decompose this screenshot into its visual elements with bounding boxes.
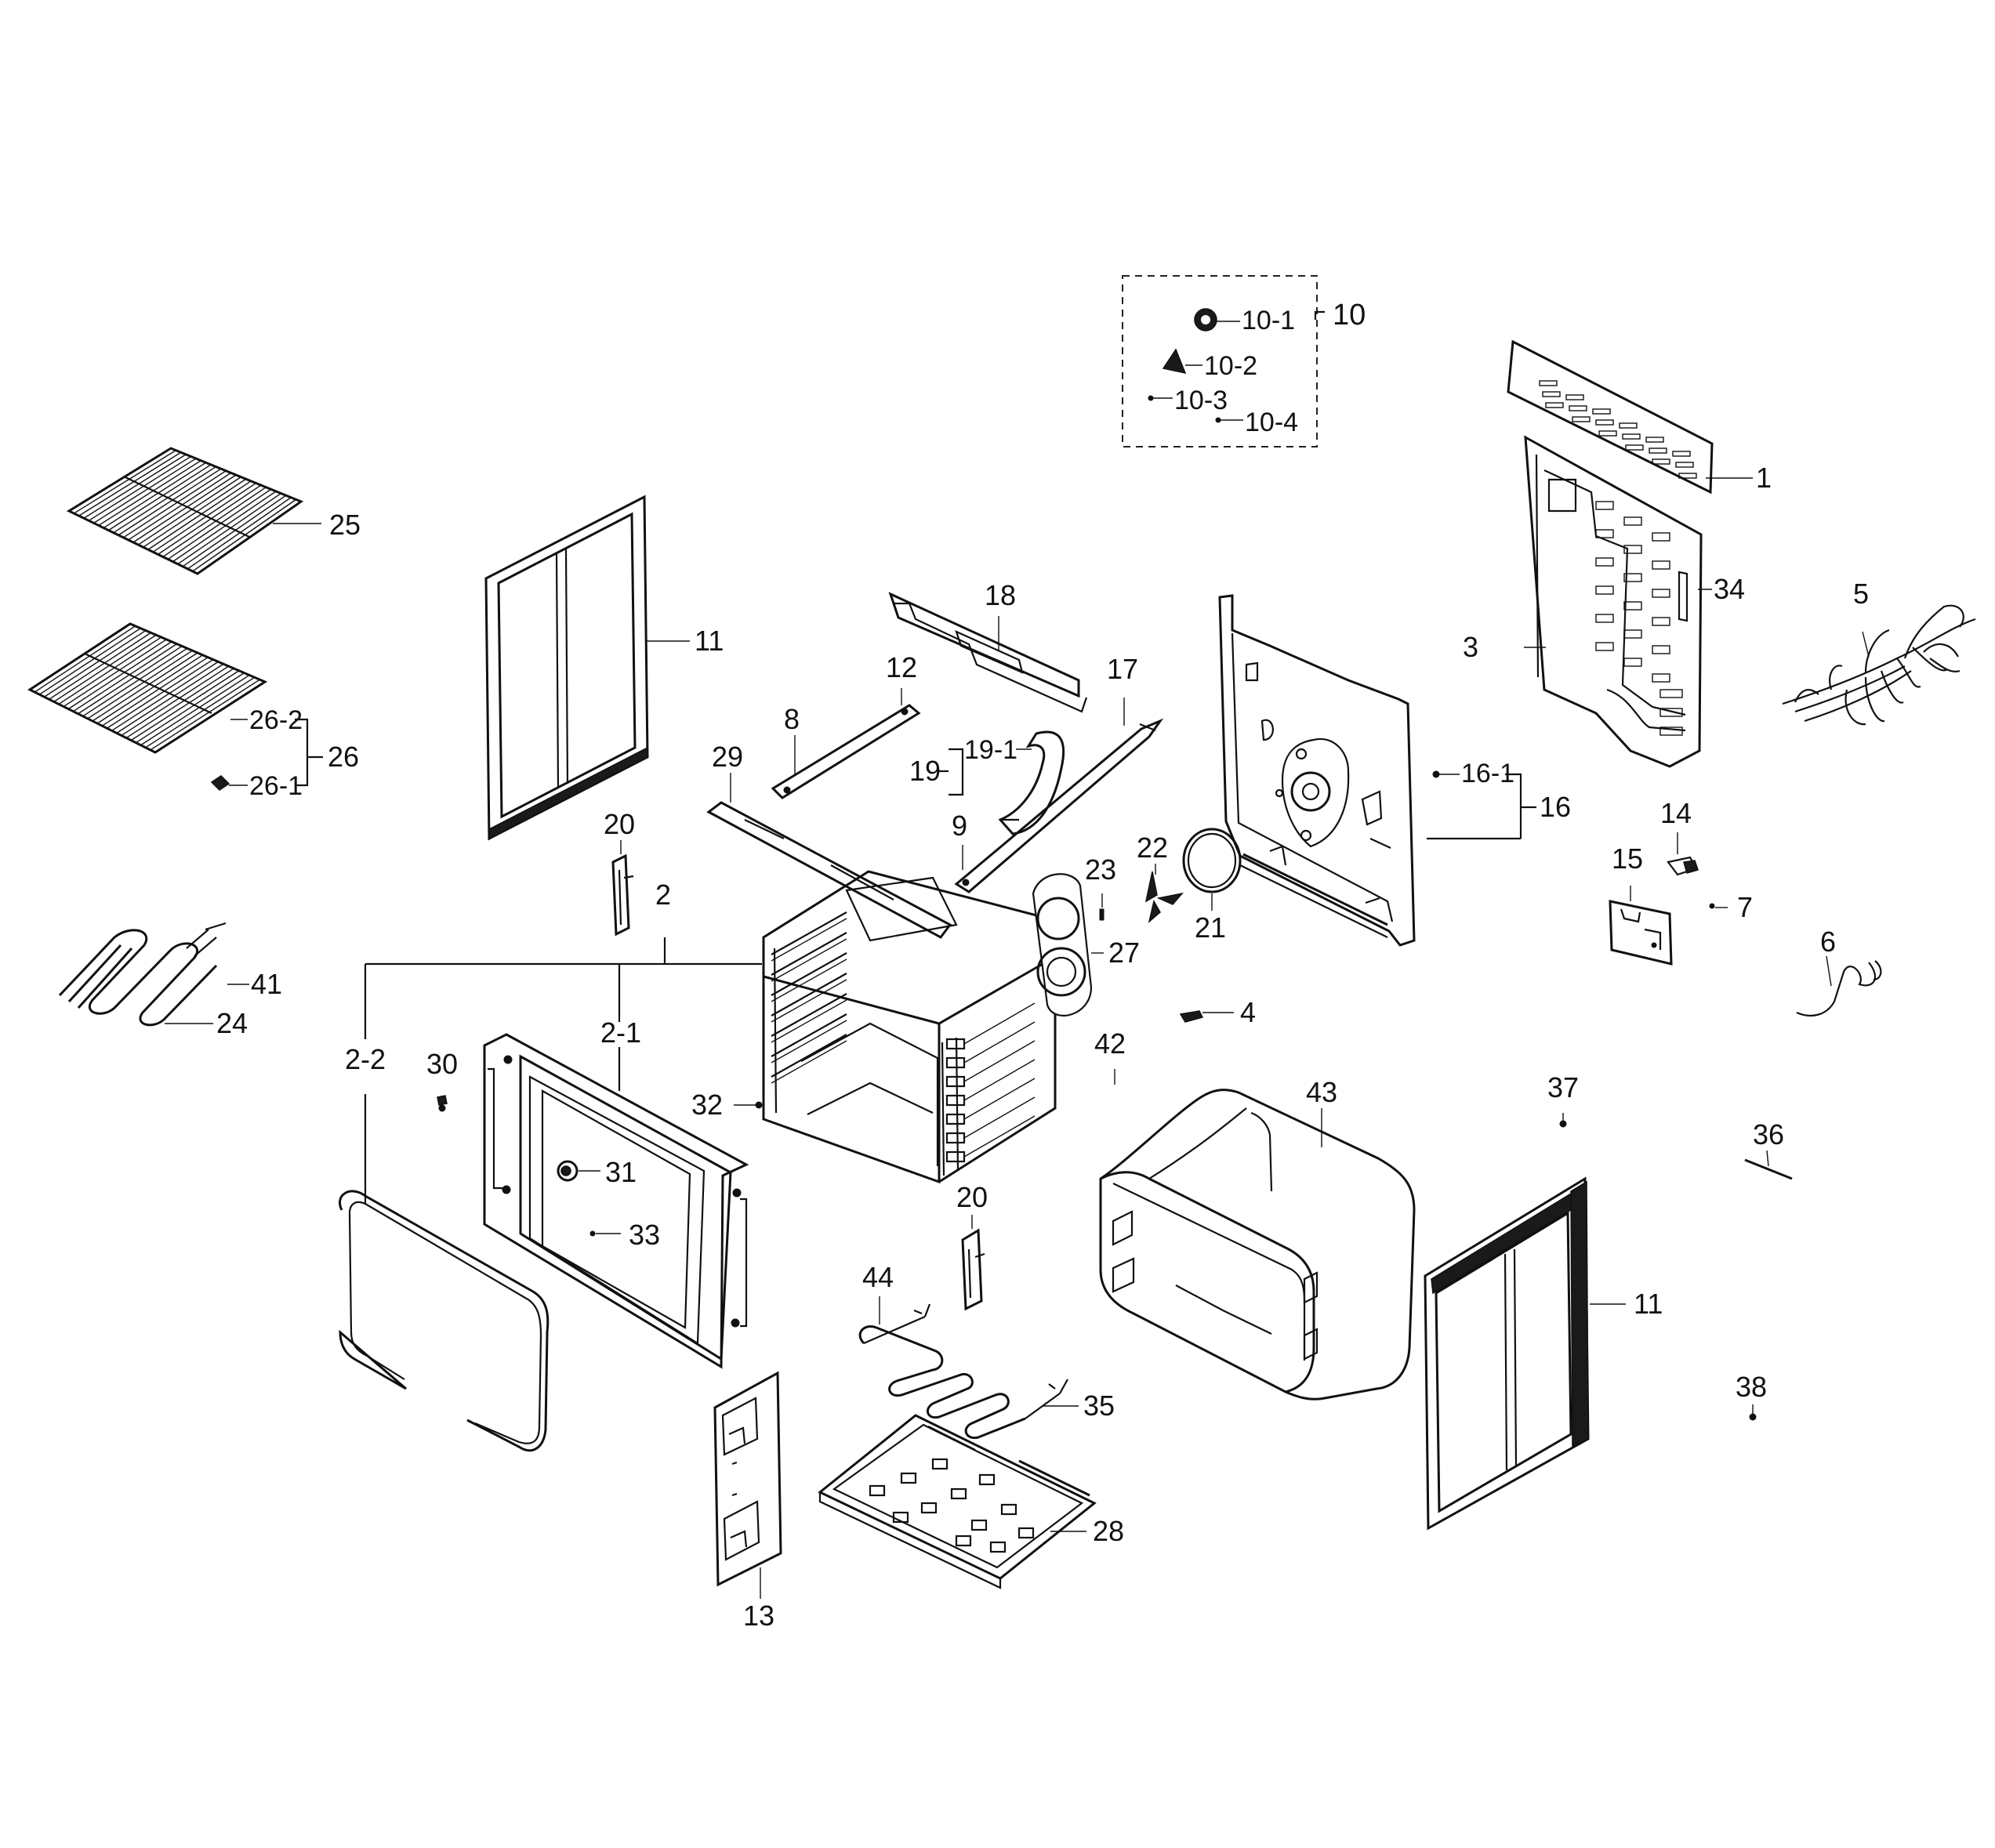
hinge-20-lower (961, 1215, 985, 1311)
hinge-20-upper (611, 840, 634, 937)
label-10-3: 10-3 (1174, 386, 1228, 415)
label-28: 28 (1093, 1515, 1124, 1547)
oven-floor-28 (818, 1414, 1097, 1589)
label-2-2: 2-2 (345, 1043, 386, 1075)
oven-cavity-2 (762, 870, 1057, 1184)
label-16: 16 (1540, 791, 1571, 823)
label-10-2: 10-2 (1204, 351, 1257, 381)
label-42: 42 (1094, 1027, 1126, 1060)
rear-panel-34 (1524, 435, 1712, 768)
label-33: 33 (629, 1219, 660, 1251)
bake-element-44 (858, 1296, 1079, 1440)
label-6: 6 (1820, 926, 1836, 958)
rear-top-panel-1 (1507, 339, 1753, 495)
wire-harness-5 (1782, 604, 1976, 726)
label-35: 35 (1083, 1390, 1115, 1422)
label-38: 38 (1736, 1371, 1767, 1403)
label-16-1: 16-1 (1461, 759, 1514, 788)
bracket-9 (962, 845, 970, 886)
part-37 (1559, 1113, 1567, 1128)
door-seal-2-2 (339, 1190, 550, 1452)
oven-rack-25 (66, 447, 321, 575)
label-25: 25 (329, 509, 361, 541)
label-19: 19 (909, 755, 941, 787)
back-panel-16 (1218, 594, 1536, 947)
label-7: 7 (1737, 891, 1753, 923)
convection-fan-cover-27 (1032, 873, 1104, 1017)
label-1: 1 (1756, 462, 1772, 494)
part-36 (1744, 1150, 1793, 1180)
control-board-15 (1609, 886, 1673, 966)
label-15: 15 (1612, 842, 1643, 875)
label-36: 36 (1753, 1118, 1784, 1150)
door-inner-2-1 (483, 1033, 749, 1369)
label-12: 12 (886, 651, 917, 683)
label-20-upper: 20 (604, 808, 635, 840)
label-19-1: 19-1 (964, 735, 1017, 765)
label-26: 26 (328, 741, 359, 773)
label-8: 8 (784, 703, 800, 735)
cord-6 (1796, 955, 1882, 1016)
fan-ring-21 (1182, 828, 1242, 911)
part-14 (1667, 832, 1699, 876)
callout-2-leaders (364, 937, 763, 1204)
label-3: 3 (1463, 631, 1478, 663)
label-11-left: 11 (695, 625, 724, 657)
label-10-4: 10-4 (1245, 408, 1298, 437)
drawer-front-13 (713, 1371, 782, 1599)
label-10: 10 (1333, 299, 1366, 332)
label-21: 21 (1195, 911, 1226, 944)
part-38 (1749, 1404, 1757, 1421)
label-27: 27 (1108, 937, 1140, 969)
bracket-29 (706, 773, 952, 939)
label-29: 29 (712, 741, 743, 773)
label-11-right: 11 (1634, 1288, 1663, 1320)
label-30: 30 (426, 1048, 458, 1080)
label-18: 18 (985, 579, 1016, 611)
label-43: 43 (1306, 1076, 1337, 1108)
label-31: 31 (605, 1156, 637, 1188)
label-37: 37 (1547, 1071, 1579, 1103)
screw-23 (1099, 893, 1105, 921)
duct-19-1 (938, 730, 1065, 835)
side-panel-11-left (484, 495, 690, 841)
label-26-1: 26-1 (249, 771, 303, 801)
label-24: 24 (216, 1007, 248, 1039)
label-22: 22 (1137, 832, 1168, 864)
bracket-12 (771, 688, 921, 799)
label-14: 14 (1660, 797, 1692, 829)
label-10-1: 10-1 (1242, 306, 1295, 335)
fan-blade-22 (1144, 864, 1184, 924)
bracket-18 (888, 592, 1088, 713)
storage-drawer-43 (1099, 1089, 1416, 1400)
oven-rack-26 (27, 622, 323, 791)
label-41: 41 (251, 968, 282, 1000)
label-2: 2 (655, 879, 671, 911)
label-5: 5 (1853, 578, 1869, 610)
part-30 (437, 1095, 448, 1106)
label-13: 13 (743, 1600, 774, 1632)
label-9: 9 (952, 810, 967, 842)
side-panel-11-right (1424, 1176, 1626, 1531)
label-2-1: 2-1 (600, 1016, 641, 1049)
screw-7 (1709, 903, 1728, 909)
label-44: 44 (862, 1261, 894, 1293)
label-32: 32 (691, 1089, 723, 1121)
label-26-2: 26-2 (249, 705, 303, 735)
broil-element-41 (58, 922, 249, 1027)
label-34: 34 (1714, 573, 1745, 605)
callout-labels: 10-1 10 10-2 10-3 10-4 1 25 34 18 5 11 3… (216, 299, 1869, 1632)
part-10-2-icon (1162, 348, 1202, 375)
part-4 (1179, 1010, 1234, 1023)
bracket-17 (954, 698, 1164, 893)
label-17: 17 (1107, 653, 1138, 685)
label-20-lower: 20 (956, 1181, 988, 1213)
label-23: 23 (1085, 853, 1116, 886)
label-4: 4 (1240, 996, 1256, 1028)
part-10-kit (1122, 275, 1325, 448)
part-10-1-icon (1194, 308, 1240, 332)
